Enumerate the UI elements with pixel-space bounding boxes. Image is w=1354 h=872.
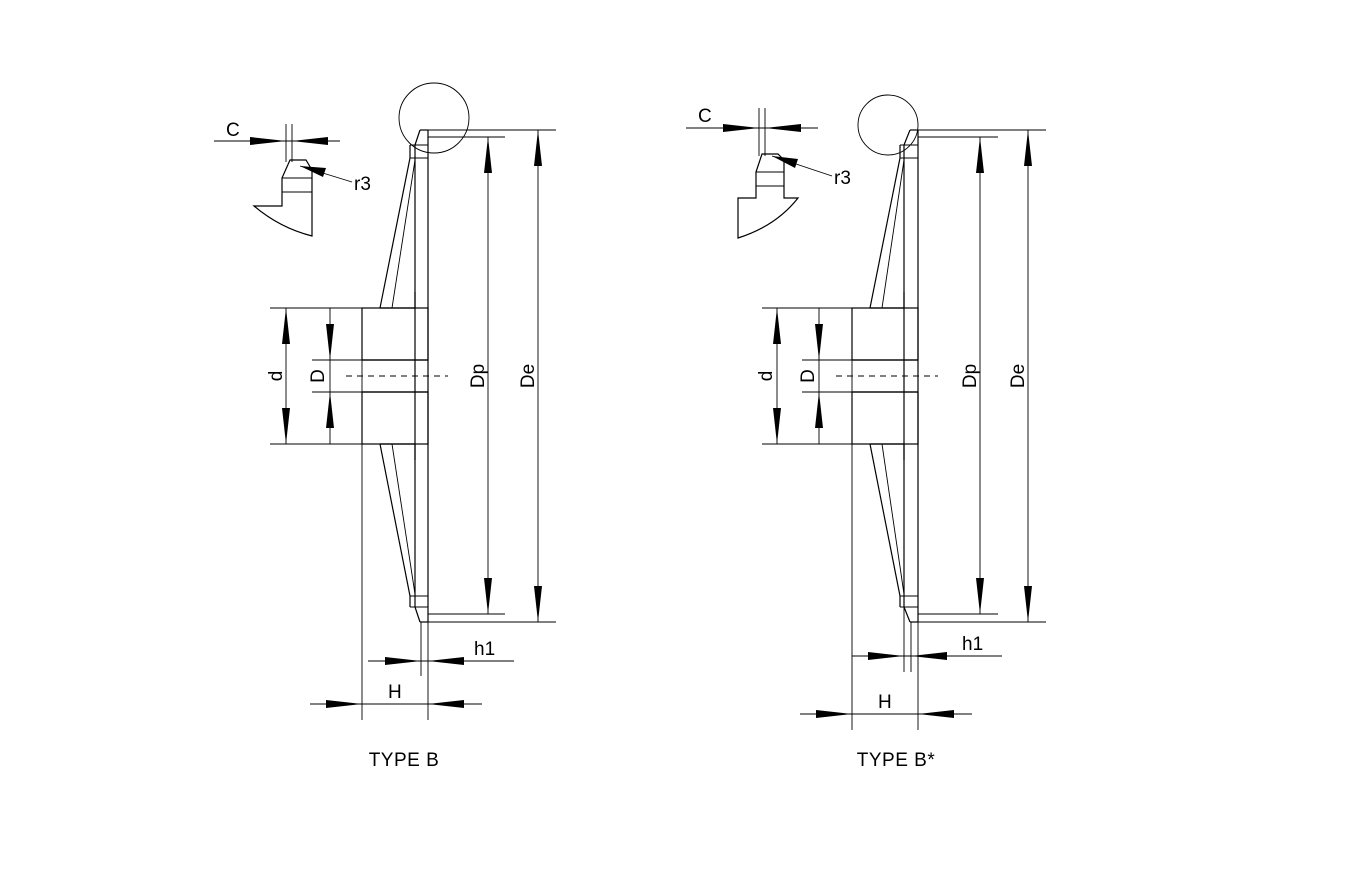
dimension-H: H: [800, 692, 972, 718]
sprocket-section: [346, 82, 470, 720]
dimension-label-c: C: [226, 120, 240, 141]
dimension-label-h1: h1: [474, 639, 495, 660]
dimension-label-r3: r3: [354, 174, 371, 195]
dimension-label-D: D: [798, 369, 819, 383]
dimension-label-r3: r3: [834, 168, 851, 189]
dimension-H: H: [310, 682, 482, 708]
drawing-caption: TYPE B: [369, 750, 440, 771]
dimension-label-de: De: [1008, 364, 1029, 388]
dimension-label-D: D: [308, 369, 329, 383]
drawing-caption: TYPE B*: [857, 750, 936, 771]
dimension-d: d: [756, 307, 852, 445]
tooth-detail: C r3: [686, 106, 851, 239]
tooth-detail: C r3: [214, 120, 371, 237]
dimension-label-de: De: [518, 364, 539, 388]
dimension-label-d: d: [266, 371, 287, 382]
dimension-h1: h1: [368, 639, 514, 665]
dimension-label-d: d: [756, 371, 777, 382]
sprocket-section: [836, 94, 938, 730]
type-b-star-drawing: C r3: [686, 94, 1046, 771]
dimension-d: d: [266, 307, 362, 445]
dimension-label-c: C: [698, 106, 712, 127]
dimension-de: De: [428, 129, 556, 623]
dimension-h1: h1: [852, 634, 1002, 660]
type-b-drawing: C r3: [214, 82, 556, 771]
dimension-label-dp: Dp: [468, 364, 489, 388]
dimension-dp: Dp: [428, 136, 505, 615]
dimension-label-dp: Dp: [960, 364, 981, 388]
dimension-label-H: H: [878, 692, 892, 713]
dimension-label-h1: h1: [962, 634, 983, 655]
dimension-D: D: [308, 308, 362, 444]
dimension-dp: Dp: [918, 136, 998, 615]
dimension-de: De: [918, 129, 1046, 623]
dimension-label-H: H: [388, 682, 402, 703]
dimension-D: D: [798, 308, 852, 444]
